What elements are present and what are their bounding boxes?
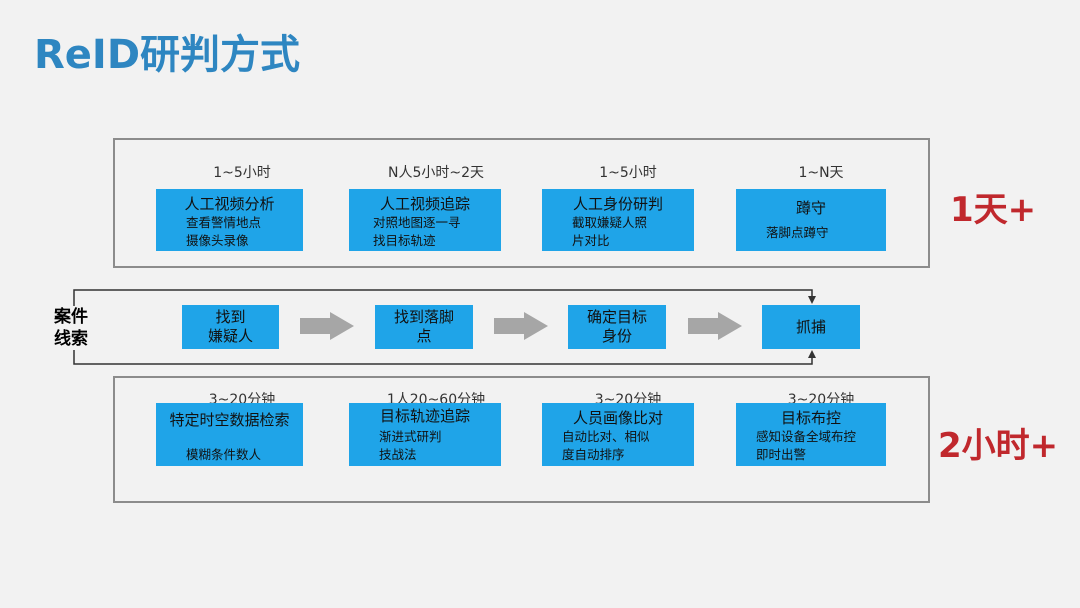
connector-bottom-arrowhead <box>808 350 816 358</box>
step-description: 模糊条件数人 <box>186 447 262 462</box>
page-title: ReID研判方式 <box>34 32 301 78</box>
step-duration: N人5小时~2天 <box>387 165 485 181</box>
manual-step-box: 人工身份研判 截取嫌疑人照 片对比 <box>542 189 694 251</box>
reid-total-time: 2小时+ <box>938 426 1059 466</box>
flow-arrow-icon <box>300 312 354 340</box>
step-title: 人工身份研判 <box>572 195 663 213</box>
step-description: 对照地图逐一寻 找目标轨迹 <box>373 215 461 248</box>
step-title: 蹲守 <box>795 199 826 217</box>
step-title: 人工视频追踪 <box>379 195 470 213</box>
step-duration: 1~5小时 <box>599 165 657 181</box>
step-description: 截取嫌疑人照 片对比 <box>572 215 648 248</box>
reid-step-box: 人员画像比对 自动比对、相似 度自动排序 <box>542 403 694 466</box>
case-clue-label: 案件 线索 <box>52 306 90 350</box>
flow-arrow-icon <box>688 312 742 340</box>
step-description: 感知设备全域布控 即时出警 <box>756 429 857 462</box>
step-duration: 1~5小时 <box>213 165 271 181</box>
flow-step-find-suspect: 找到 嫌疑人 <box>182 305 279 349</box>
step-description: 落脚点蹲守 <box>766 225 829 240</box>
reid-step-box: 目标布控 感知设备全域布控 即时出警 <box>736 403 886 466</box>
manual-total-time: 1天+ <box>950 190 1037 230</box>
flow-step-confirm-identity: 确定目标 身份 <box>568 305 666 349</box>
flow-step-find-location: 找到落脚 点 <box>375 305 473 349</box>
reid-step-box: 特定时空数据检索 模糊条件数人 <box>156 403 303 466</box>
step-description: 渐进式研判 技战法 <box>379 429 442 462</box>
flow-arrow-icon <box>494 312 548 340</box>
step-title: 人员画像比对 <box>572 409 663 427</box>
manual-step-box: 人工视频分析 查看警情地点 摄像头录像 <box>156 189 303 251</box>
flow-step-arrest: 抓捕 <box>762 305 860 349</box>
manual-step-box: 人工视频追踪 对照地图逐一寻 找目标轨迹 <box>349 189 501 251</box>
manual-step-box: 蹲守 落脚点蹲守 <box>736 189 886 251</box>
connector-top-arrowhead <box>808 296 816 304</box>
step-title: 人工视频分析 <box>184 195 275 213</box>
reid-step-box: 目标轨迹追踪 渐进式研判 技战法 <box>349 403 501 466</box>
step-description: 查看警情地点 摄像头录像 <box>186 215 262 248</box>
step-title: 目标轨迹追踪 <box>379 407 470 425</box>
step-title: 特定时空数据检索 <box>169 411 290 429</box>
step-duration: 1~N天 <box>798 165 844 181</box>
step-title: 目标布控 <box>780 409 841 427</box>
step-description: 自动比对、相似 度自动排序 <box>562 429 650 462</box>
